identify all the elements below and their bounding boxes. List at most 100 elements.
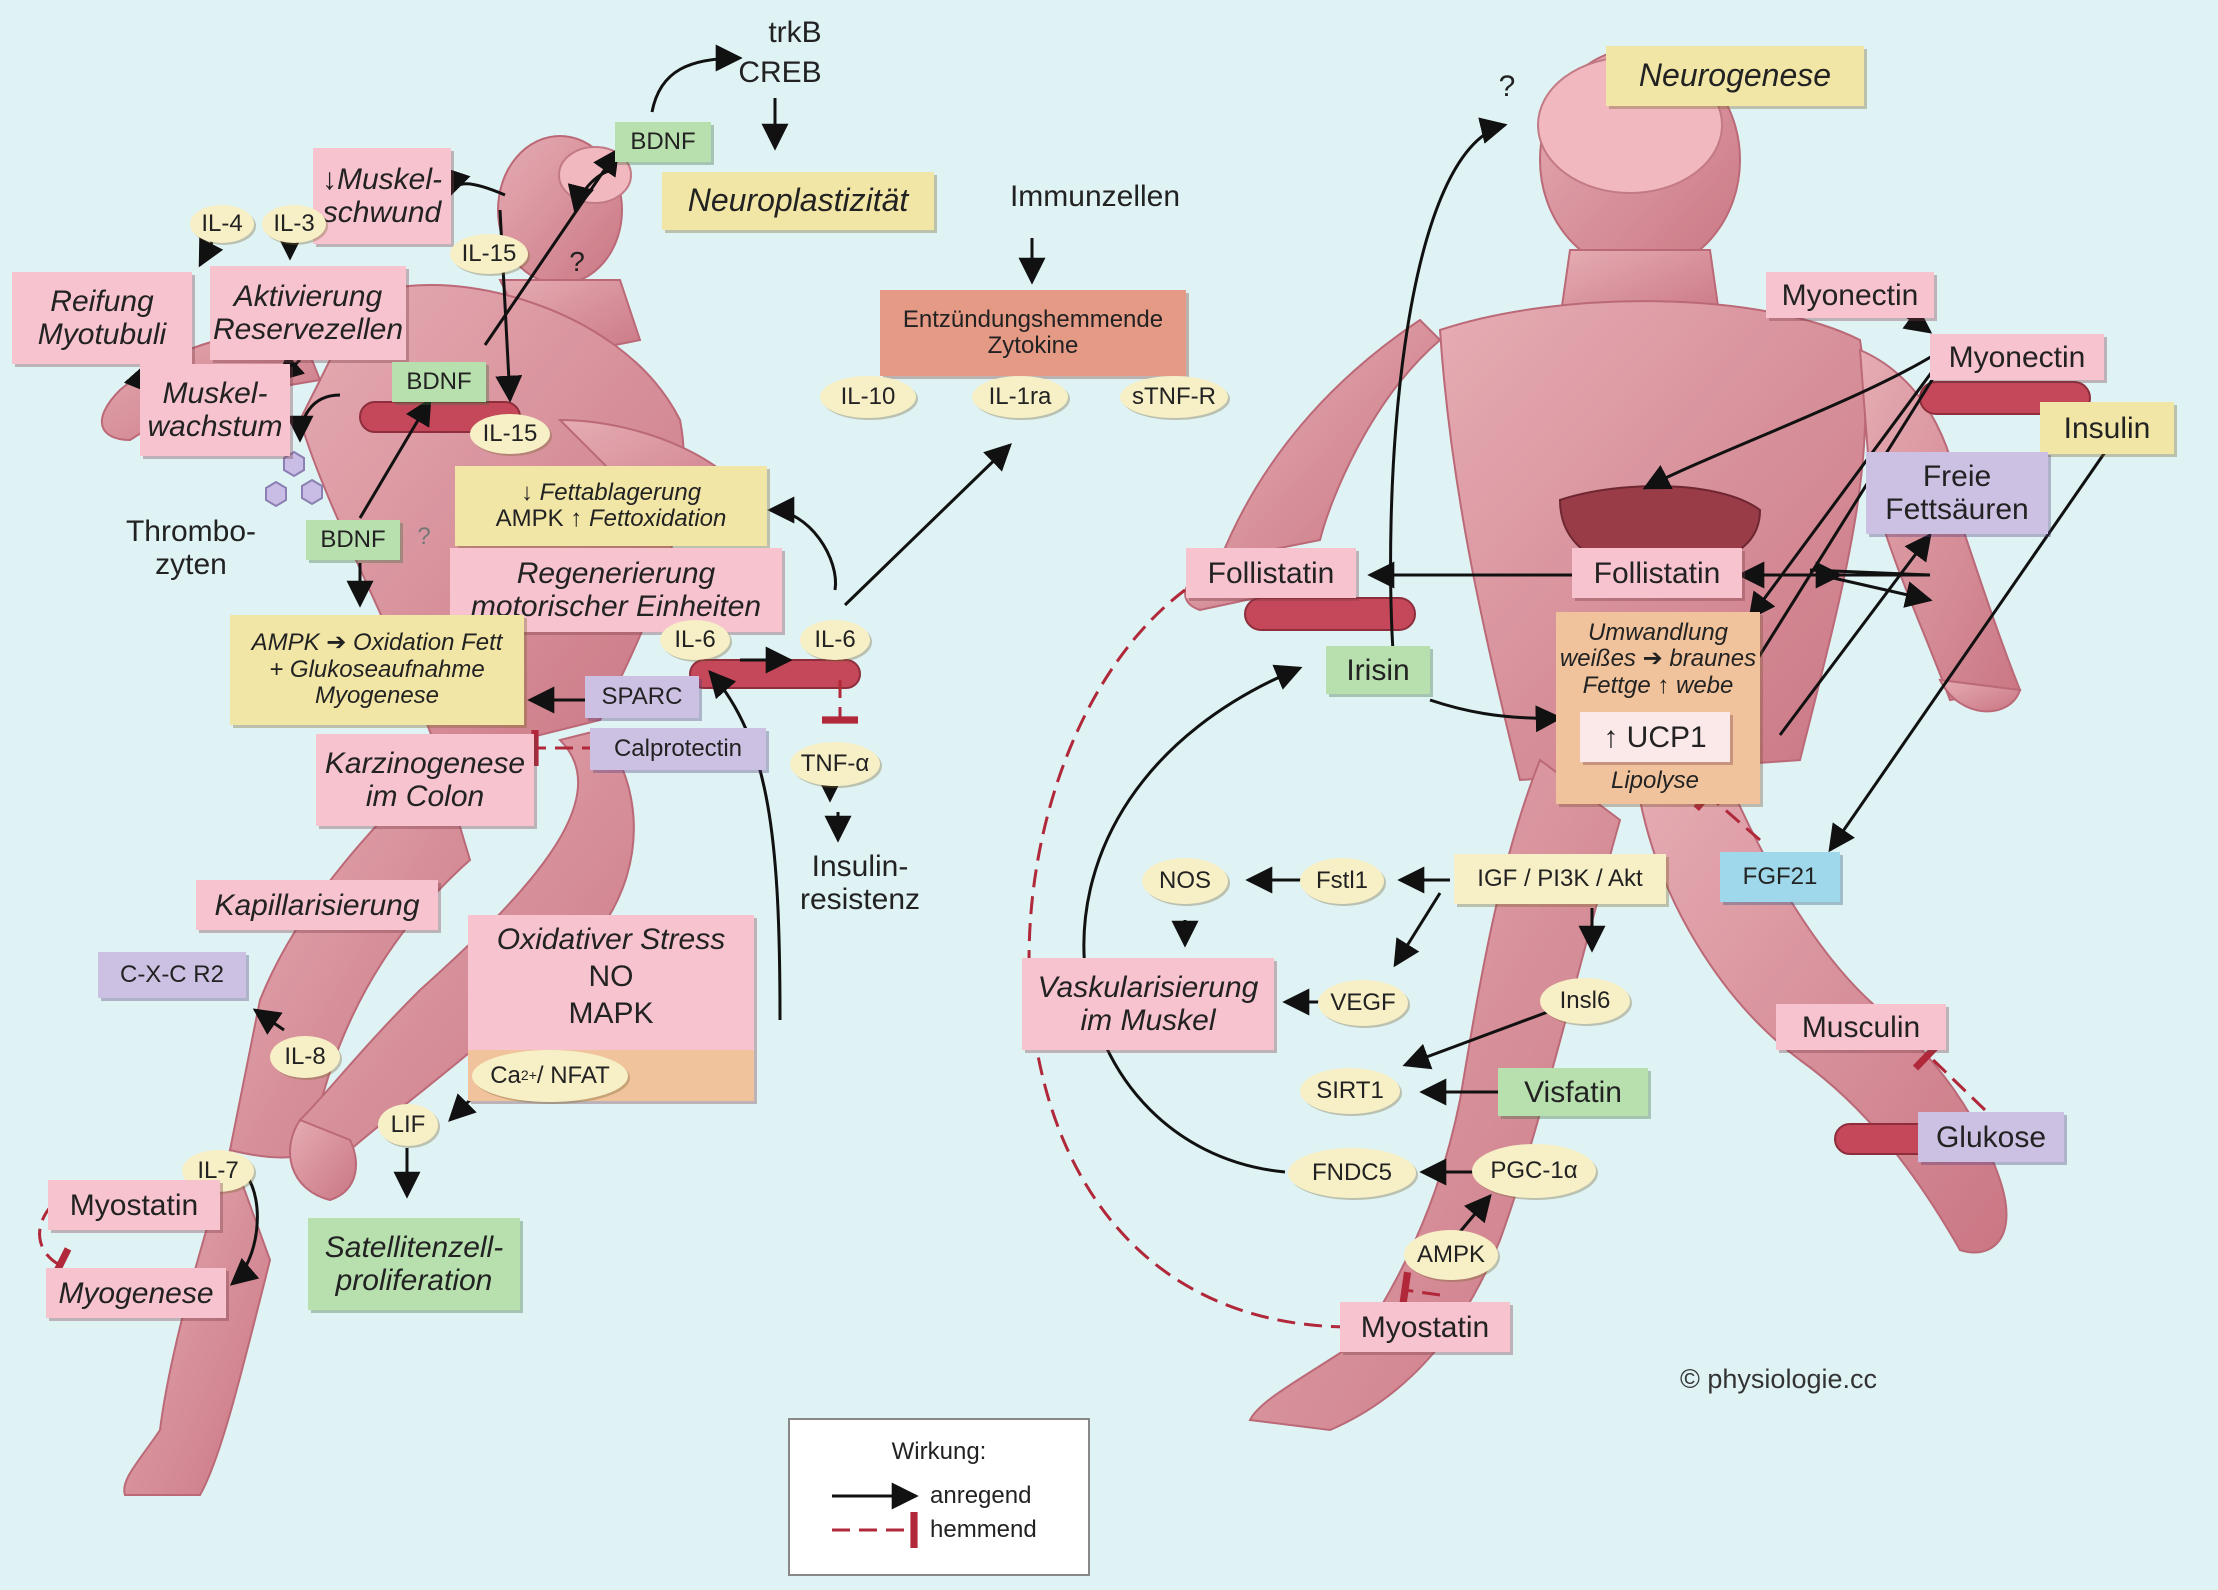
legend-title: Wirkung:: [891, 1438, 987, 1465]
myonectin-box-a: Myonectin: [1766, 272, 1934, 318]
satellitenzell-box: Satellitenzell- proliferation: [308, 1218, 520, 1310]
lif-oval: LIF: [378, 1104, 438, 1146]
legend-anregend-label: anregend: [930, 1482, 1032, 1509]
oxstress-line-1: Oxidativer Stress: [496, 923, 726, 956]
bdnf-top-box: BDNF: [615, 122, 711, 162]
ca-charge: 2+: [520, 1067, 537, 1084]
legend-hemmend-label: hemmend: [930, 1516, 1037, 1543]
fettablagerung-box: ↓ Fettablagerung AMPK ↑ Fettoxidation: [455, 466, 767, 546]
thrombocyte-icons: [265, 450, 323, 508]
creb-label: CREB: [738, 55, 822, 89]
oxstress-line-2: NO: [588, 960, 634, 993]
legend-symbols: [832, 1482, 919, 1548]
insulinresistenz-label: Insulin- resistenz: [780, 840, 940, 926]
il6-oval-a: IL-6: [660, 620, 730, 660]
question-mark-bdnf: ?: [569, 245, 585, 277]
bdnf-mid-box: BDNF: [392, 362, 486, 402]
satelliten-line-1: Satellitenzell-: [324, 1231, 504, 1264]
aktivierung-reservezellen-box: Aktivierung Reservezellen: [210, 266, 406, 360]
freie-line-1: Freie: [1922, 460, 1992, 493]
pgc1a-oval: PGC-1α: [1472, 1144, 1596, 1198]
stimulating-arrows: [123, 44, 2112, 1286]
il6-oval-b: IL-6: [800, 620, 870, 660]
karzinogenese-box: Karzinogenese im Colon: [316, 734, 534, 826]
thrombozyten-label: Thrombo- zyten: [106, 508, 276, 588]
il15-top-oval: IL-15: [450, 234, 528, 274]
kapillarisierung-box: Kapillarisierung: [196, 880, 438, 930]
freie-fettsaeuren-box: Freie Fettsäuren: [1866, 452, 2048, 534]
legend-box: Wirkung: anregend hemmend: [788, 1418, 1090, 1576]
fett-ampk: AMPK: [495, 505, 564, 532]
il15-mid-oval: IL-15: [470, 414, 550, 454]
vask-line-1: Vaskularisierung: [1037, 971, 1259, 1004]
neurogenese-box: Neurogenese: [1606, 46, 1864, 106]
calprotectin-box: Calprotectin: [590, 728, 766, 770]
tnf-alpha-oval: TNF-α: [790, 742, 880, 786]
muskelschwund-line-1: ↓Muskel-: [321, 163, 442, 196]
immunzellen-label: Immunzellen: [1009, 179, 1181, 213]
insulinresistenz-line-2: resistenz: [799, 883, 921, 916]
question-mark-right: ?: [1498, 69, 1516, 103]
fett-oxidation: ↑ Fettoxidation: [570, 505, 727, 532]
musculin-box: Musculin: [1776, 1004, 1946, 1050]
muskelschwund-line-2: schwund: [322, 196, 442, 229]
il8-oval: IL-8: [270, 1036, 340, 1078]
il3-oval: IL-3: [262, 205, 326, 243]
stnfr-oval: sTNF-R: [1120, 376, 1228, 418]
trkb-label: trkB: [768, 15, 822, 49]
freie-line-2: Fettsäuren: [1885, 493, 2029, 526]
umwandlung-fettgewebe-box: Umwandlung weißes ➔ braunes Fettge ↑ web…: [1556, 612, 1760, 804]
muskelwachstum-box: Muskel- wachstum: [140, 364, 290, 456]
nfat-label: / NFAT: [536, 1061, 610, 1089]
entz-line-2: Zytokine: [987, 332, 1079, 359]
neuroplastizitaet-box: Neuroplastizität: [662, 172, 934, 230]
fgf21-box: FGF21: [1720, 852, 1840, 902]
fndc5-oval: FNDC5: [1288, 1148, 1416, 1198]
lipolyse-label: Lipolyse: [1610, 766, 1700, 794]
reifung-myotubuli-box: Reifung Myotubuli: [12, 272, 192, 364]
reifung-line-1: Reifung: [50, 285, 154, 318]
myostatin-left-box: Myostatin: [48, 1180, 220, 1230]
karzinogenese-line-1: Karzinogenese: [324, 747, 526, 780]
muskelschwund-box: ↓Muskel- schwund: [313, 148, 451, 244]
il4-oval: IL-4: [190, 205, 254, 243]
cxcr2-box: C-X-C R2: [98, 952, 246, 998]
satelliten-line-2: proliferation: [335, 1264, 493, 1297]
umw-line-3: Fettge ↑ webe: [1582, 671, 1734, 699]
aktivierung-line-1: Aktivierung: [233, 280, 383, 313]
karzinogenese-line-2: im Colon: [365, 780, 485, 813]
thrombozyten-line-2: zyten: [155, 548, 227, 581]
reifung-line-2: Myotubuli: [37, 318, 167, 351]
ampk-oxidation-box: AMPK ➔ Oxidation Fett + Glukoseaufnahme …: [230, 615, 524, 725]
visfatin-box: Visfatin: [1498, 1068, 1648, 1116]
glukose-box: Glukose: [1918, 1112, 2064, 1162]
insulin-box: Insulin: [2040, 402, 2174, 454]
igf-pi3k-akt-box: IGF / PI3K / Akt: [1454, 854, 1666, 904]
question-mark-small: ?: [417, 522, 431, 550]
nos-oval: NOS: [1142, 858, 1228, 904]
muskelwachstum-line-2: wachstum: [147, 410, 283, 443]
vegf-oval: VEGF: [1318, 980, 1408, 1026]
sirt1-oval: SIRT1: [1300, 1068, 1400, 1114]
umw-line-2: weißes ➔ braunes: [1559, 645, 1757, 673]
ampk-line-2: + Glukoseaufnahme: [269, 655, 485, 683]
bdnf-low-box: BDNF: [306, 520, 400, 560]
follistatin-box-left: Follistatin: [1186, 548, 1356, 598]
follistatin-box-right: Follistatin: [1572, 548, 1742, 598]
regenerierung-line-1: Regenerierung: [516, 557, 716, 590]
fett-line-2: AMPK ↑ Fettoxidation: [495, 505, 727, 532]
muskelwachstum-line-1: Muskel-: [162, 377, 268, 410]
irisin-box: Irisin: [1326, 646, 1430, 694]
aktivierung-line-2: Reservezellen: [212, 313, 404, 346]
oxstress-line-3: MAPK: [568, 997, 654, 1030]
il1ra-oval: IL-1ra: [972, 376, 1068, 418]
vaskularisierung-box: Vaskularisierung im Muskel: [1022, 958, 1274, 1050]
umw-line-1: Umwandlung: [1587, 619, 1729, 646]
ucp1-box: ↑ UCP1: [1580, 712, 1730, 762]
entzuendungshemmende-zytokine-box: Entzündungshemmende Zytokine: [880, 290, 1186, 376]
insulinresistenz-line-1: Insulin-: [811, 850, 909, 883]
fstl1-oval: Fstl1: [1300, 858, 1384, 904]
vask-line-2: im Muskel: [1080, 1004, 1216, 1037]
il10-oval: IL-10: [820, 376, 916, 418]
